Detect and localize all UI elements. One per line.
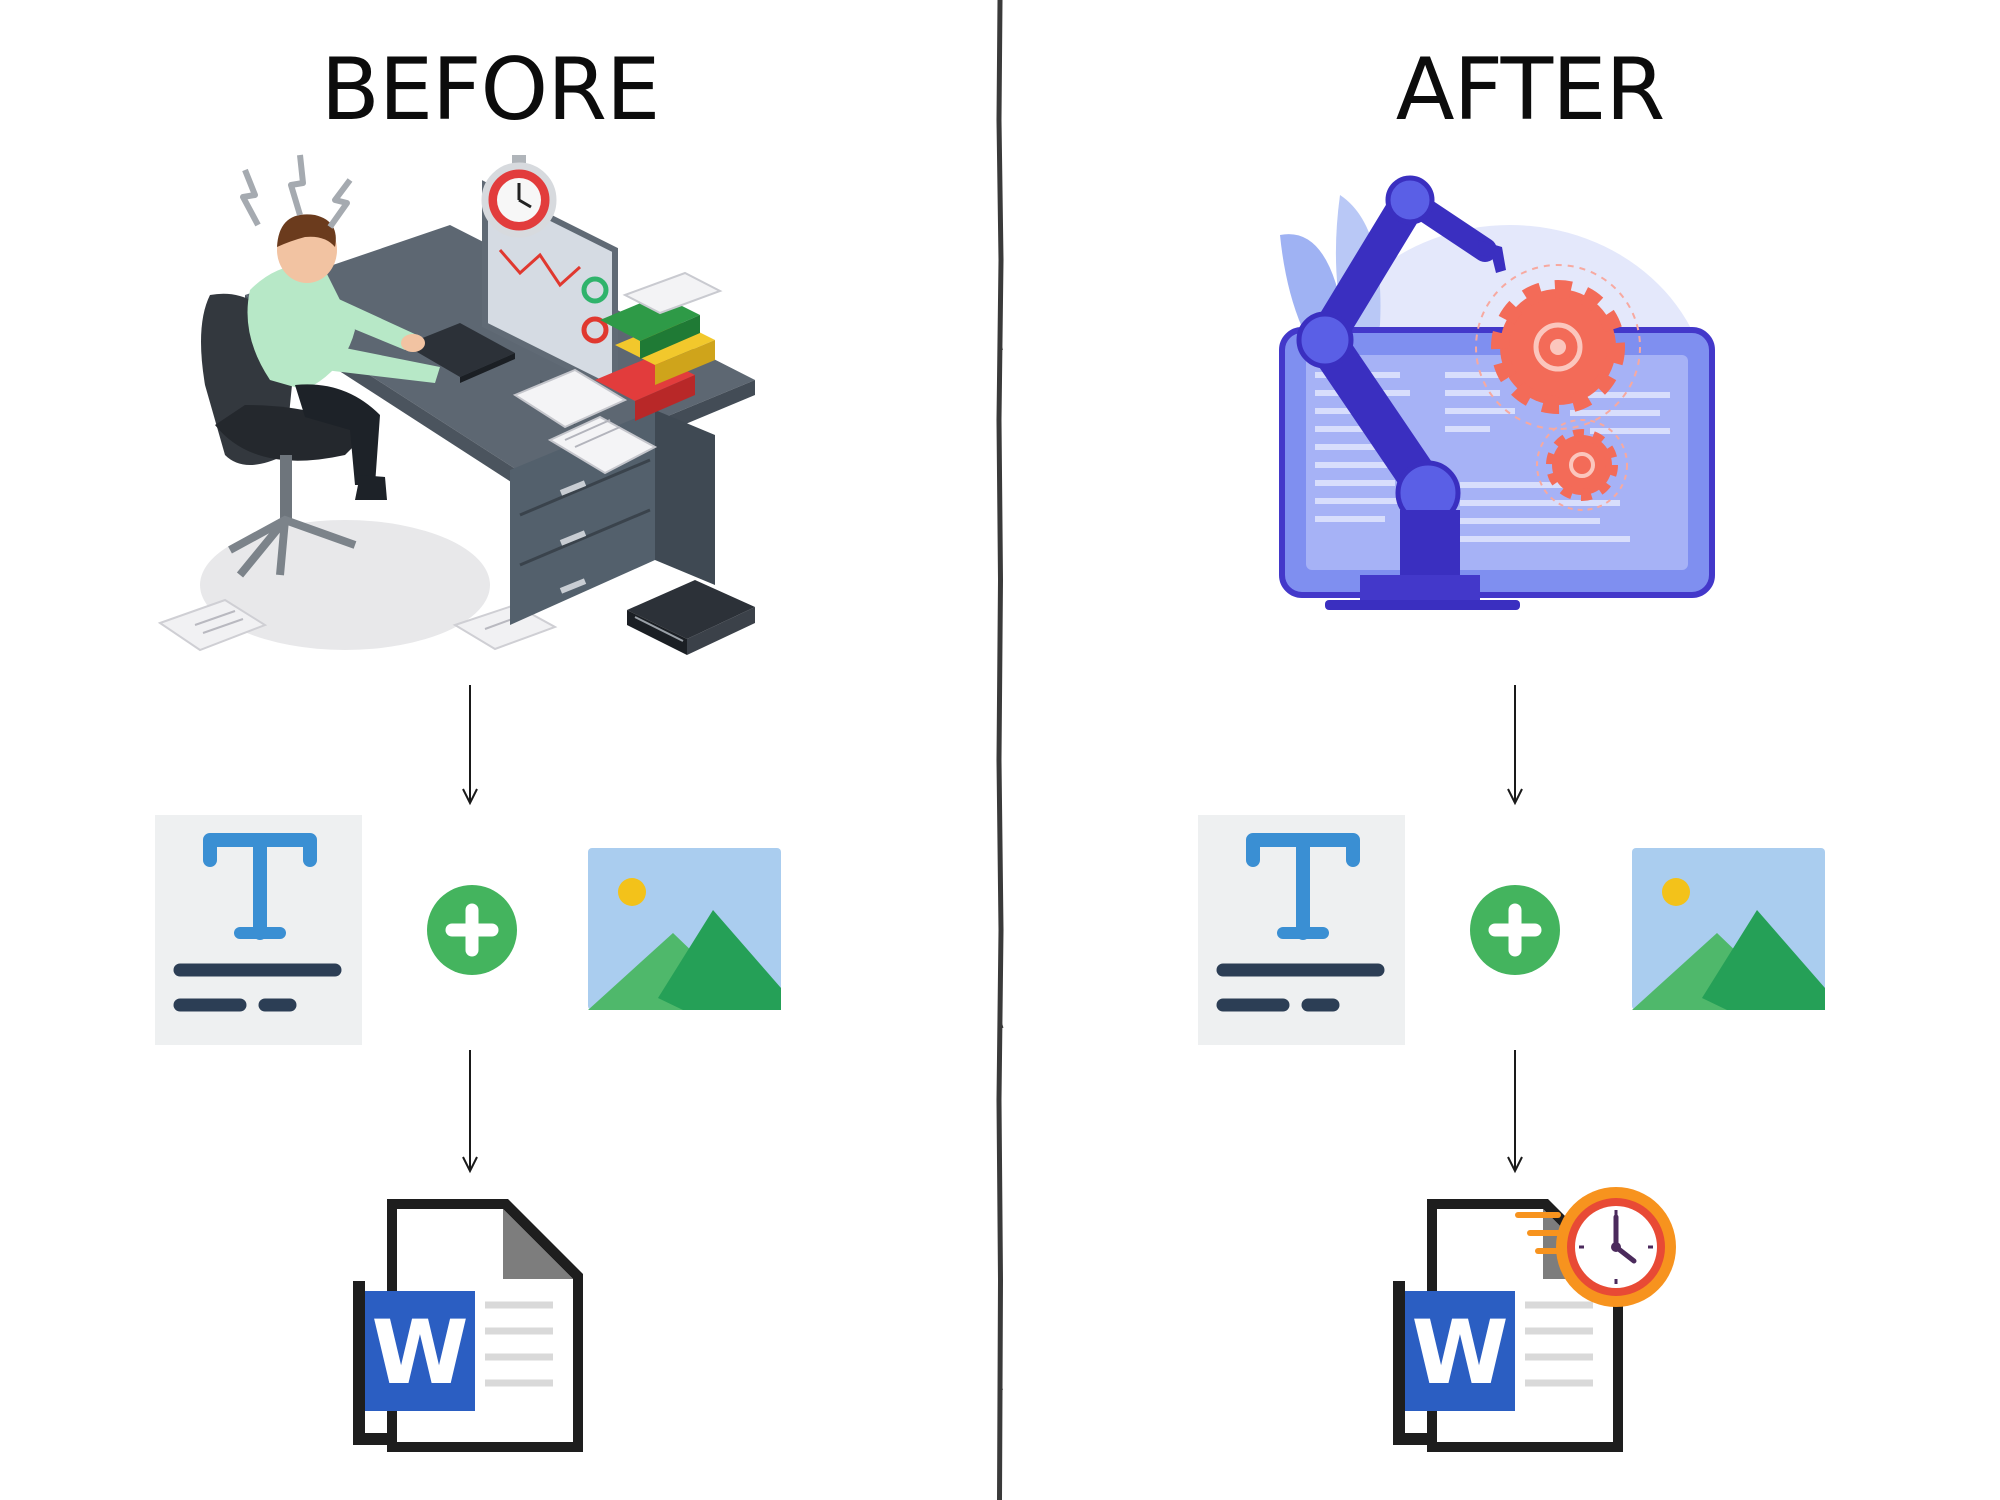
robot-arm-icon [1296, 175, 1506, 575]
center-divider [996, 0, 1004, 1500]
before-title: BEFORE [320, 40, 661, 140]
after-title: AFTER [1395, 40, 1665, 140]
before-word-document-icon: W [353, 1199, 583, 1452]
after-plus-icon [1470, 885, 1560, 975]
before-image-icon [588, 848, 781, 1010]
small-gear-icon [1536, 419, 1628, 511]
robot-automation-illustration [1279, 175, 1715, 610]
after-text-document-icon [1198, 815, 1405, 1045]
floor-binder-icon [627, 580, 755, 655]
stress-lightning-icon [240, 154, 353, 229]
after-image-icon [1632, 848, 1825, 1010]
stressed-worker-illustration [157, 154, 755, 655]
fast-clock-icon [1515, 1187, 1676, 1307]
stopwatch-icon [481, 155, 557, 238]
before-word-letter: W [371, 1301, 468, 1404]
large-gear-icon [1475, 264, 1641, 430]
after-word-letter: W [1411, 1301, 1508, 1404]
after-arrow-down-2 [1507, 1050, 1523, 1174]
binders-stack-icon [595, 271, 723, 421]
before-plus-icon [427, 885, 517, 975]
before-text-document-icon [155, 815, 362, 1045]
before-arrow-down-1 [462, 685, 478, 806]
stressed-person-icon [247, 214, 440, 500]
before-arrow-down-2 [462, 1050, 478, 1174]
after-arrow-down-1 [1507, 685, 1523, 806]
